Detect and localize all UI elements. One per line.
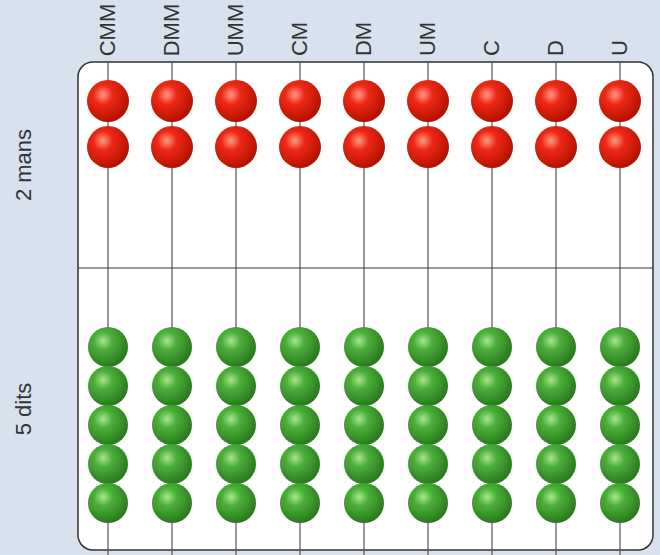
place-value-label: CMM	[97, 3, 119, 56]
abacus-rod	[151, 62, 193, 555]
place-value-label: UM	[417, 22, 439, 56]
place-value-label: U	[609, 40, 631, 56]
abacus-rod	[215, 62, 257, 555]
abacus-rod	[87, 62, 129, 555]
place-value-label: DM	[353, 22, 375, 56]
abacus-rod	[407, 62, 449, 555]
place-value-label: CM	[289, 22, 311, 56]
abacus-rod	[471, 62, 513, 555]
place-value-label: D	[545, 40, 567, 56]
abacus-rod	[535, 62, 577, 555]
place-value-label: DMM	[161, 3, 183, 56]
row-label: 5 dits	[13, 383, 35, 436]
abacus-rod	[599, 62, 641, 555]
row-label: 2 mans	[13, 129, 35, 201]
abacus-rod	[279, 62, 321, 555]
abacus-rod	[343, 62, 385, 555]
abacus-divider	[78, 267, 653, 268]
place-value-label: C	[481, 40, 503, 56]
place-value-label: UMM	[225, 3, 247, 56]
